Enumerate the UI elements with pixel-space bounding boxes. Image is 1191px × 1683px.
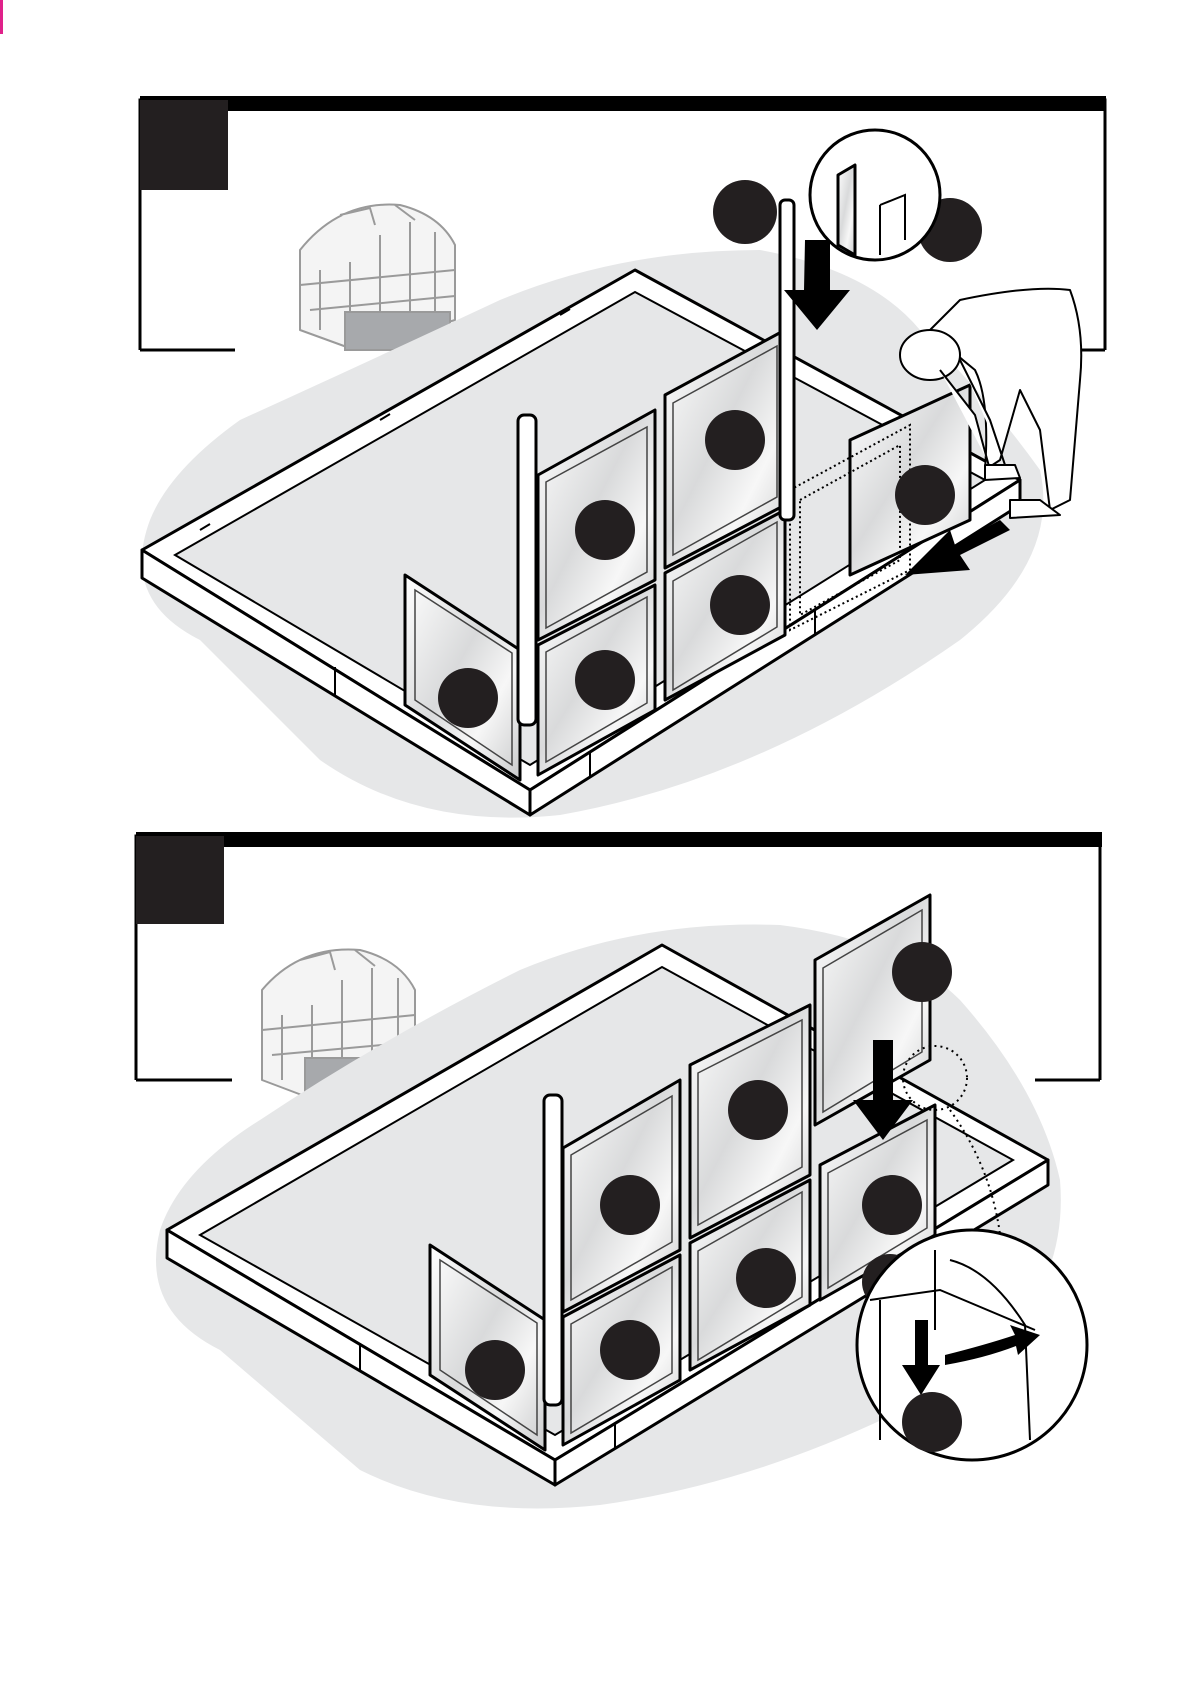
corner-post	[518, 415, 536, 725]
hinge-detail-zoom	[857, 1230, 1087, 1460]
lowering-post	[780, 200, 794, 520]
step-panel-1	[140, 96, 1106, 818]
channel-detail-zoom	[810, 130, 940, 260]
corner-post	[544, 1095, 562, 1405]
greenhouse-thumbnail	[300, 205, 455, 350]
step-panel-2	[136, 832, 1102, 1508]
step-number-box	[136, 836, 224, 924]
step-number-box	[140, 100, 228, 190]
